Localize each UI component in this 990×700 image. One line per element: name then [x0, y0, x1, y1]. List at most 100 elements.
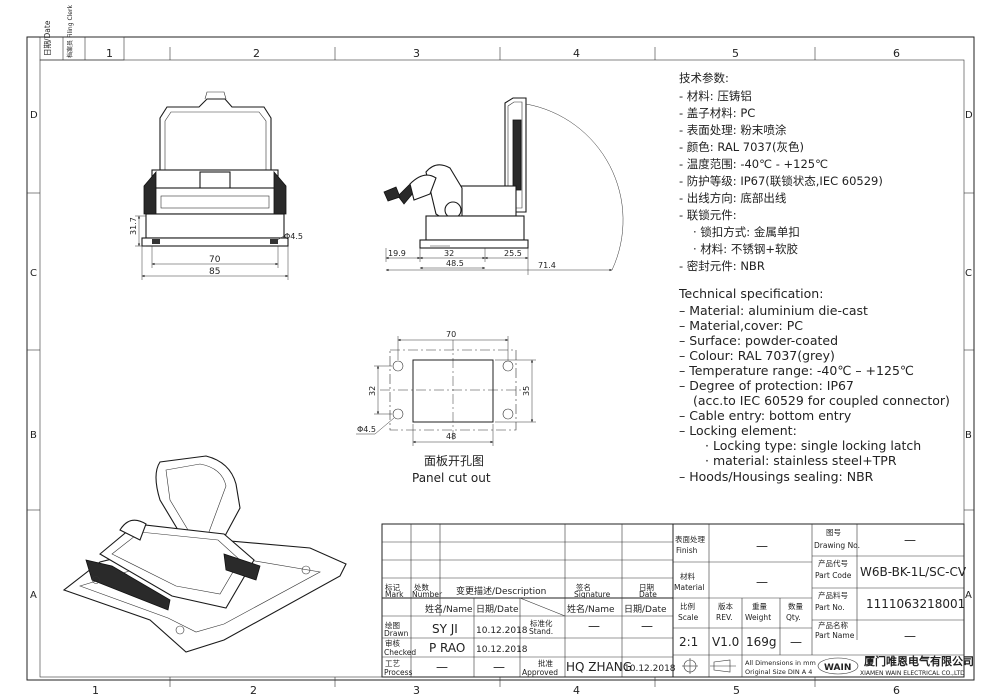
rev-head-number-cn: 处数 [414, 582, 429, 592]
specs-cn: 技术参数: - 材料: 压铸铝 - 盖子材料: PC - 表面处理: 粉末喷涂 … [679, 71, 883, 273]
company-logo: WAIN [817, 657, 859, 675]
spec-cn-line: - 温度范围: -40℃ - +125℃ [679, 157, 828, 171]
rev-label-en: REV. [716, 613, 733, 622]
spec-en-line: · material: stainless steel+TPR [705, 453, 897, 468]
dim-70: 70 [446, 330, 456, 339]
isometric-view [62, 455, 347, 653]
col-number: 5 [732, 47, 739, 60]
row-letter: A [965, 590, 972, 601]
spec-en-line: (acc.to IEC 60529 for coupled connector) [693, 393, 950, 408]
company-logo-text: WAIN [824, 663, 851, 673]
part-name-label-en: Part Name [815, 631, 855, 640]
qty-label-en: Qty. [786, 613, 801, 622]
rev-head-number-en: Number [412, 590, 443, 599]
spec-en-line: – Degree of protection: IP67 [679, 378, 854, 393]
drawn-date: 10.12.2018 [476, 626, 528, 636]
rev-label-cn: 版本 [718, 601, 733, 611]
stand-date: — [641, 619, 653, 633]
spec-en-line: – Surface: powder-coated [679, 333, 838, 348]
col-date-2: 日期/Date [624, 604, 667, 615]
scale-label-cn: 比例 [680, 601, 695, 611]
finish-label-cn: 表面处理 [675, 534, 705, 544]
clerk-tab: 档案员 Filing Clerk [66, 5, 74, 58]
dim-71-4: 71.4 [538, 261, 556, 270]
row-letters: D C B A D C B A [30, 110, 973, 601]
date-tab: 日期/Date [43, 20, 52, 56]
projection-symbol [682, 658, 736, 674]
part-code-label-cn: 产品代号 [818, 558, 848, 568]
process-label-en: Process [384, 668, 413, 677]
spec-en-line: – Material: aluminium die-cast [679, 303, 868, 318]
material-label-cn: 材料 [680, 571, 695, 581]
specs-en: Technical specification: – Material: alu… [678, 286, 950, 484]
checked-name: P RAO [429, 641, 465, 655]
finish-label-en: Finish [676, 546, 698, 555]
row-letter: B [965, 430, 972, 441]
spec-en-line: · Locking type: single locking latch [705, 438, 921, 453]
dim-32: 32 [368, 386, 377, 396]
finish-value: — [756, 539, 768, 553]
rev-head-date-en: Date [639, 590, 657, 599]
part-code-label-en: Part Code [815, 571, 852, 580]
rev-head-desc: 变更描述/Description [456, 585, 546, 597]
part-name-label-cn: 产品名称 [818, 620, 848, 630]
process-label-cn: 工艺 [385, 659, 400, 668]
spec-en-line: – Colour: RAL 7037(grey) [679, 348, 835, 363]
qty-value: — [790, 635, 802, 649]
weight-label-en: Weight [745, 613, 771, 622]
approved-date: 10.12.2018 [624, 664, 676, 674]
spec-en-line: – Cable entry: bottom entry [679, 408, 852, 423]
col-number: 2 [253, 47, 260, 60]
specs-cn-title: 技术参数: [679, 71, 729, 85]
spec-cn-line: · 锁扣方式: 金属单扣 [693, 225, 800, 239]
col-number: 3 [413, 47, 420, 60]
specs-en-title: Technical specification: [678, 286, 823, 301]
drawing-no-label-cn: 图号 [826, 528, 841, 537]
dims-note-1: All Dimensions in mm [745, 659, 816, 667]
col-number: 2 [250, 684, 257, 697]
drawn-label-en: Drawn [384, 629, 409, 638]
dim-85: 85 [209, 267, 220, 277]
drawn-label-cn: 绘图 [385, 620, 400, 630]
spec-cn-line: - 联锁元件: [679, 208, 737, 222]
drawing-no-value: — [904, 533, 916, 547]
row-letter: D [30, 110, 38, 121]
col-name-2: 姓名/Name [567, 603, 615, 615]
rev-head-sig-cn: 签名 [576, 582, 591, 592]
scale-label-en: Scale [678, 613, 699, 622]
rev-value: V1.0 [712, 635, 739, 649]
spec-cn-line: - 盖子材料: PC [679, 106, 755, 120]
scale-value: 2:1 [679, 635, 698, 649]
col-date: 日期/Date [476, 604, 519, 615]
company-name-en: XIAMEN WAIN ELECTRICAL CO.,LTD [860, 670, 965, 677]
row-letter: A [30, 590, 37, 601]
col-number: 3 [413, 684, 420, 697]
dim-48: 48 [446, 432, 456, 441]
front-view: 31.7 Φ4.5 70 85 [129, 91, 303, 280]
material-label-en: Material [674, 583, 704, 592]
col-number: 1 [92, 684, 99, 697]
panel-cutout-view: 70 32 35 48 Φ4.5 面板开孔图 Panel cut out [356, 330, 536, 485]
spec-cn-line: - 防护等级: IP67(联锁状态,IEC 60529) [679, 174, 883, 188]
cutout-caption-en: Panel cut out [412, 471, 491, 485]
stand-label-cn: 标准化 [530, 618, 553, 628]
dim-19-9: 19.9 [388, 249, 406, 258]
stand-name: — [588, 619, 600, 633]
col-number: 6 [893, 684, 900, 697]
part-name-value: — [904, 629, 916, 643]
col-number: 6 [893, 47, 900, 60]
cutout-caption-cn: 面板开孔图 [424, 454, 484, 468]
col-number: 5 [733, 684, 740, 697]
weight-value: 169g [746, 635, 777, 649]
dim-35: 35 [522, 386, 531, 396]
title-block: 标记 Mark 处数 Number 签名 Signature 日期 Date 绘… [381, 523, 974, 678]
dim-25-5: 25.5 [504, 249, 522, 258]
dim-hole: Φ4.5 [357, 425, 376, 434]
dim-70: 70 [209, 255, 221, 265]
part-no-label-en: Part No. [815, 603, 845, 612]
spec-cn-line: - 颜色: RAL 7037(灰色) [679, 140, 804, 154]
row-letter: C [30, 268, 37, 279]
row-letter: B [30, 430, 37, 441]
spec-cn-line: - 材料: 压铸铝 [679, 89, 752, 103]
spec-cn-line: - 出线方向: 底部出线 [679, 191, 787, 205]
